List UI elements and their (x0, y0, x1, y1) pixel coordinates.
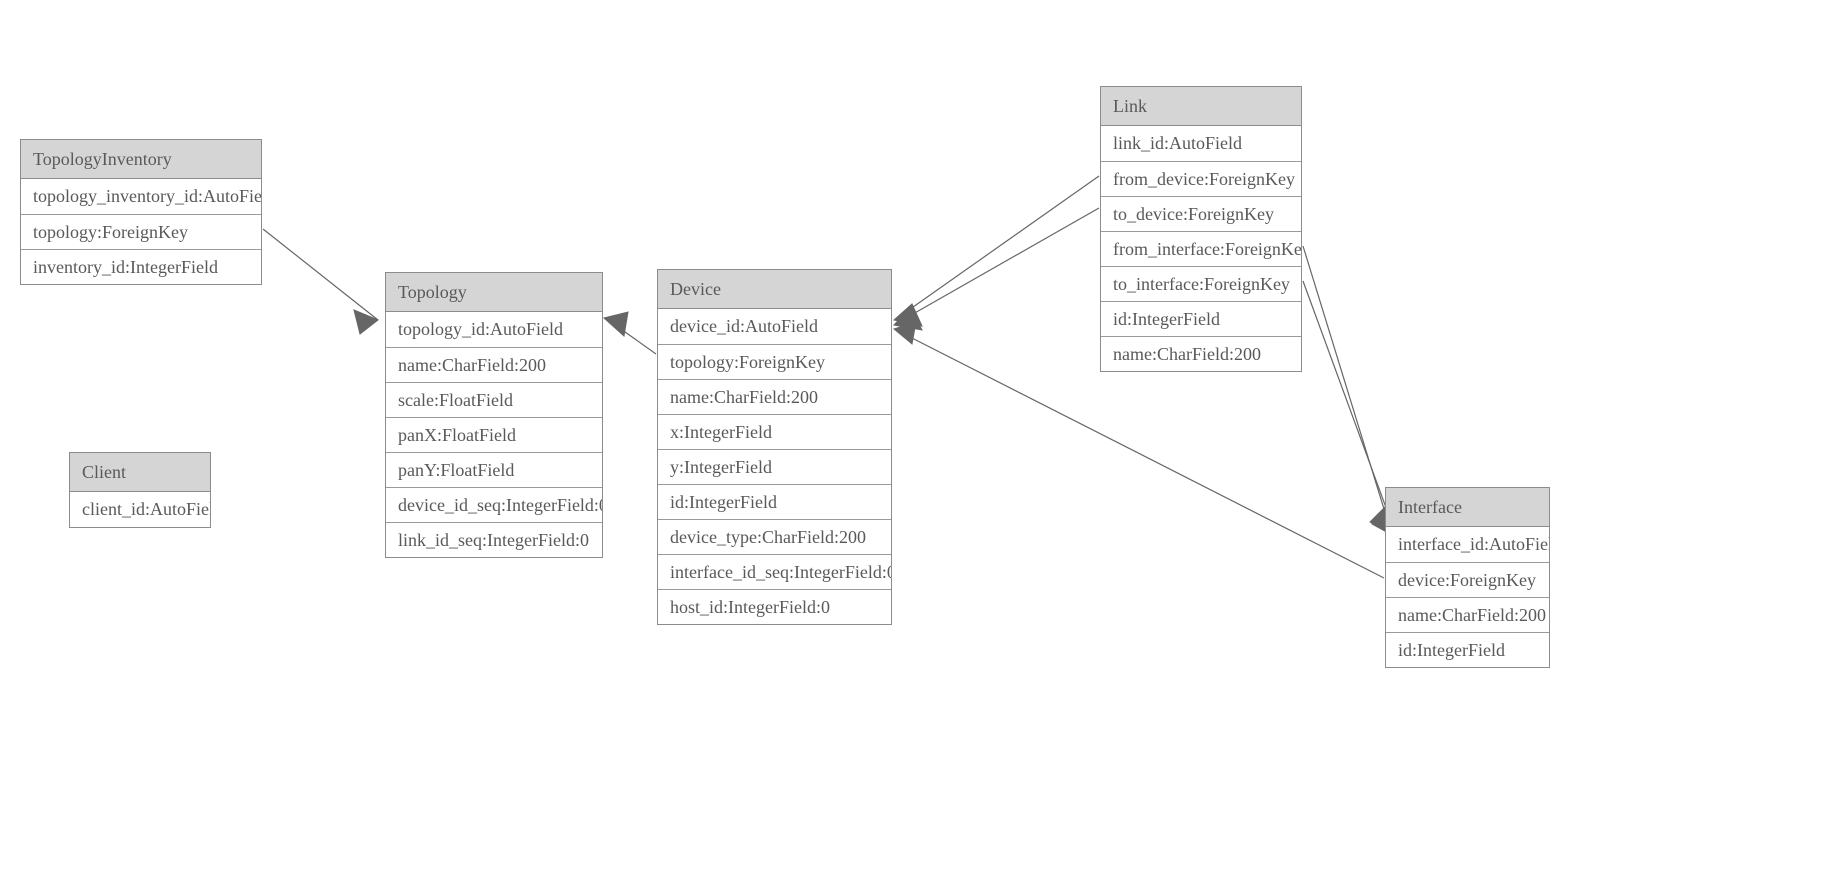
entity-field-row: panX:FloatField (386, 417, 602, 452)
relation-line (610, 321, 657, 355)
relation-link-to-device-to-device (893, 207, 1100, 331)
relation-link-from-interface-to-interface (1302, 245, 1393, 535)
entity-field-row: x:IntegerField (658, 414, 891, 449)
relation-link-from-device-to-device (892, 175, 1100, 327)
entity-field-row: device_type:CharField:200 (658, 519, 891, 554)
entity-field-row: topology_inventory_id:AutoField (21, 179, 261, 214)
relation-line (905, 175, 1100, 313)
entity-field-row: to_interface:ForeignKey (1101, 266, 1301, 301)
entity-field-row: from_device:ForeignKey (1101, 161, 1301, 196)
relation-arrowhead (892, 303, 923, 327)
entity-field-row: to_device:ForeignKey (1101, 196, 1301, 231)
relation-line (905, 207, 1100, 319)
entity-field-row: topology_id:AutoField (386, 312, 602, 347)
entity-field-row: device:ForeignKey (1386, 562, 1549, 597)
entity-field-row: name:CharField:200 (386, 347, 602, 382)
entity-field-row: client_id:AutoField (70, 492, 210, 527)
entity-field-row: from_interface:ForeignKey (1101, 231, 1301, 266)
entity-title-link: Link (1101, 87, 1301, 126)
entity-field-row: name:CharField:200 (658, 379, 891, 414)
entity-field-row: inventory_id:IntegerField (21, 249, 261, 284)
entity-fields-client: client_id:AutoField (70, 492, 210, 527)
entity-title-topology: Topology (386, 273, 602, 312)
relation-line (262, 228, 379, 321)
relation-line (1302, 280, 1393, 525)
entity-title-interface: Interface (1386, 488, 1549, 527)
entity-field-row: y:IntegerField (658, 449, 891, 484)
entity-field-row: id:IntegerField (1101, 301, 1301, 336)
entity-field-row: id:IntegerField (658, 484, 891, 519)
entity-field-row: device_id:AutoField (658, 309, 891, 344)
relation-arrowhead (602, 311, 629, 337)
entity-field-row: link_id_seq:IntegerField:0 (386, 522, 602, 557)
entity-field-row: name:CharField:200 (1101, 336, 1301, 371)
entity-title-topologyinventory: TopologyInventory (21, 140, 261, 179)
entity-field-row: scale:FloatField (386, 382, 602, 417)
relation-line (1302, 245, 1389, 523)
entity-field-row: topology:ForeignKey (658, 344, 891, 379)
entity-field-row: name:CharField:200 (1386, 597, 1549, 632)
entity-field-row: interface_id:AutoField (1386, 527, 1549, 562)
entity-field-row: device_id_seq:IntegerField:0 (386, 487, 602, 522)
entity-field-row: panY:FloatField (386, 452, 602, 487)
relation-topologyinventory-to-topology (262, 228, 379, 335)
entity-field-row: host_id:IntegerField:0 (658, 589, 891, 624)
relation-arrowhead (892, 321, 917, 345)
relation-arrowhead (893, 307, 923, 331)
relation-link-to-interface-to-interface (1302, 280, 1395, 537)
relation-line (907, 335, 1385, 579)
entity-field-row: id:IntegerField (1386, 632, 1549, 667)
relation-arrowhead (353, 309, 379, 335)
entity-title-device: Device (658, 270, 891, 309)
relation-device-to-topology (602, 311, 657, 355)
entity-field-row: link_id:AutoField (1101, 126, 1301, 161)
entity-field-row: interface_id_seq:IntegerField:0 (658, 554, 891, 589)
entity-field-row: topology:ForeignKey (21, 214, 261, 249)
entity-title-client: Client (70, 453, 210, 492)
